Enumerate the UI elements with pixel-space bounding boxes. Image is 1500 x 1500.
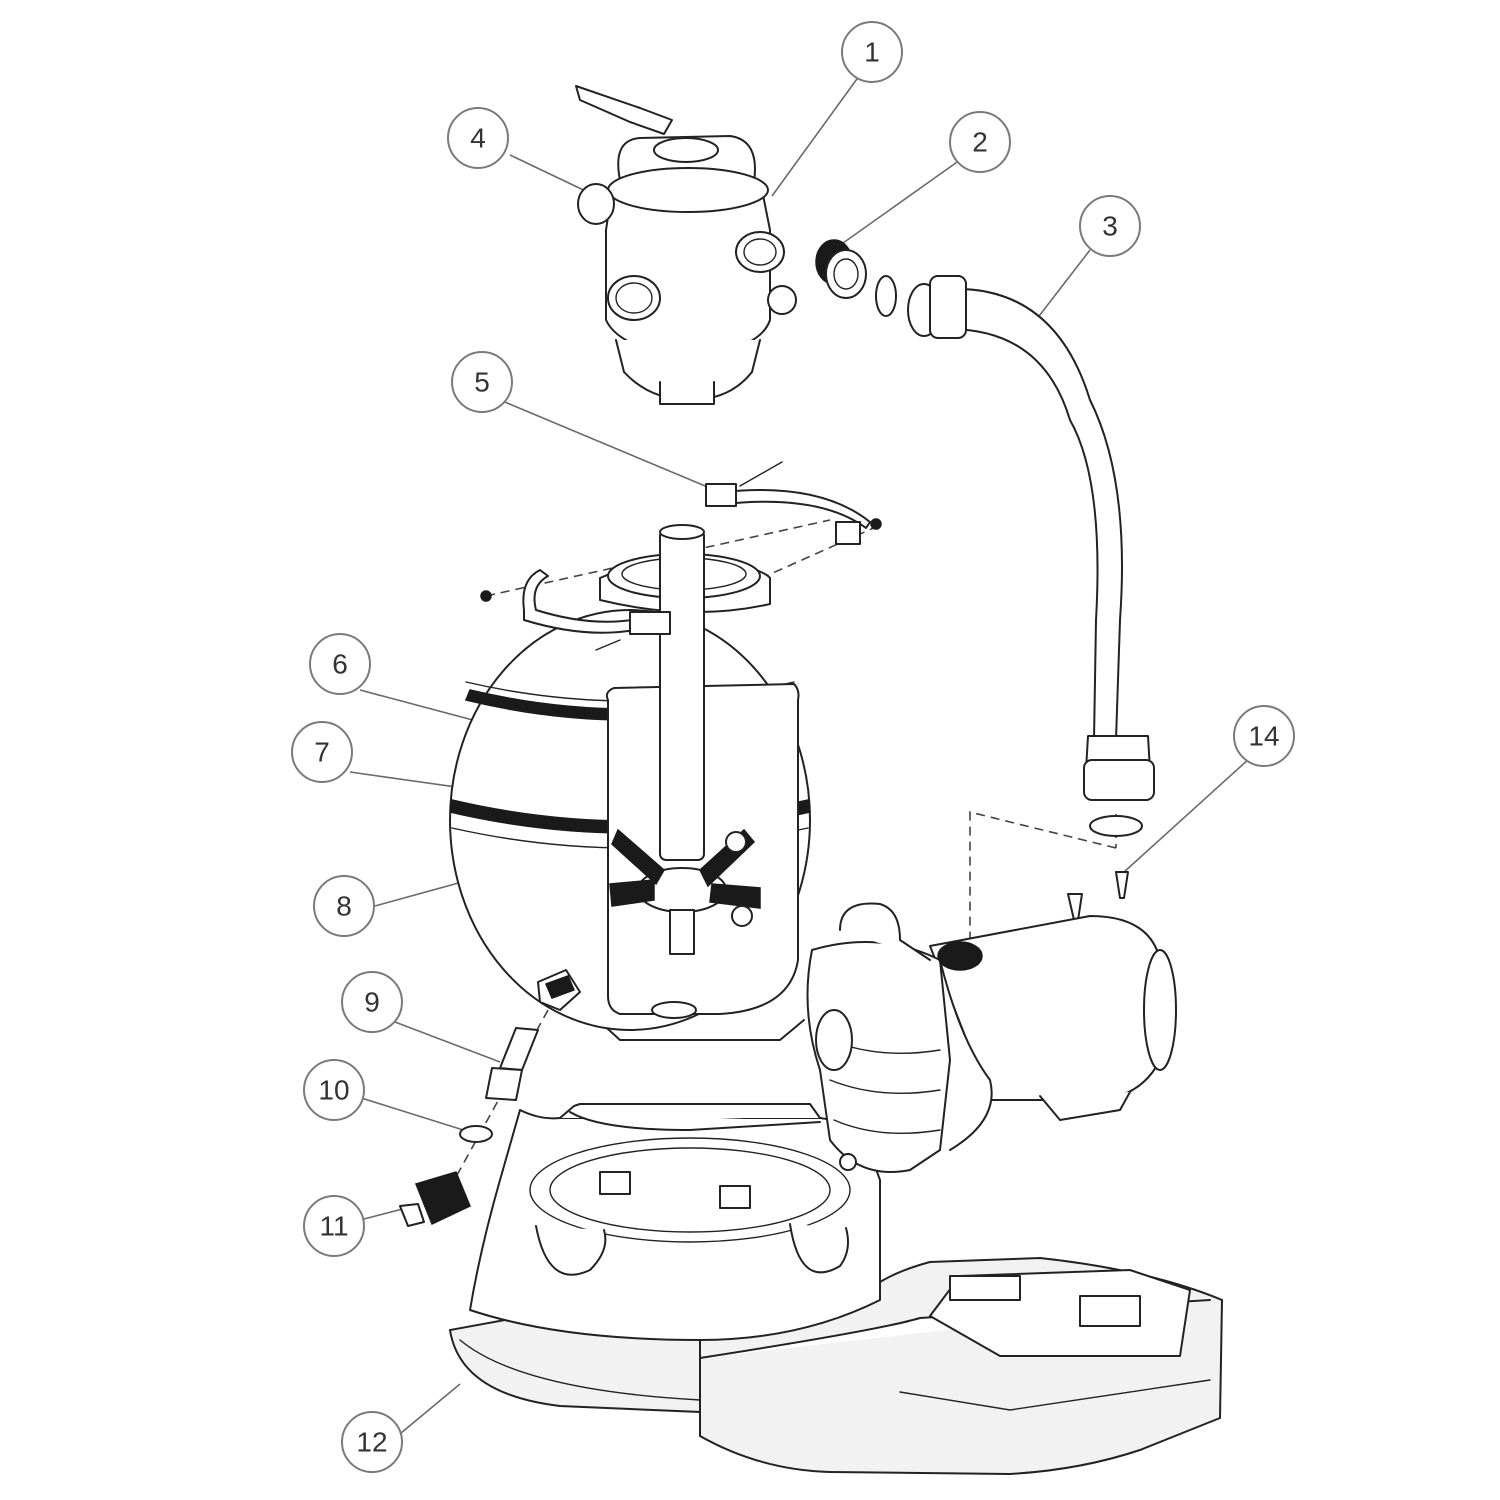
- callout-number: 2: [972, 127, 988, 158]
- callout-number: 11: [319, 1211, 348, 1242]
- callout-number: 1: [864, 37, 880, 68]
- callout-circle: [447, 107, 509, 169]
- screws: [1067, 871, 1129, 921]
- leader-10: [354, 1095, 477, 1135]
- callout-9: 9: [341, 971, 403, 1033]
- callout-8: 8: [313, 875, 375, 937]
- callout-2: 2: [949, 111, 1011, 173]
- leader-12: [394, 1383, 461, 1439]
- base-part: [448, 1103, 1224, 1476]
- callout-circle: [341, 971, 403, 1033]
- callout-10: 10: [303, 1059, 365, 1121]
- dash-clamp-left: [485, 519, 831, 597]
- callout-circle: [309, 633, 371, 695]
- leader-1: [771, 71, 863, 197]
- callout-circle: [303, 1195, 365, 1257]
- callout-number: 9: [364, 987, 380, 1018]
- callout-circle: [451, 351, 513, 413]
- callout-circle: [841, 21, 903, 83]
- callout-circle: [1233, 705, 1295, 767]
- callout-circle: [291, 721, 353, 783]
- callout-number: 4: [470, 123, 486, 154]
- callout-7: 7: [291, 721, 353, 783]
- callout-number: 6: [332, 649, 348, 680]
- callout-3: 3: [1079, 195, 1141, 257]
- callout-circle: [1079, 195, 1141, 257]
- callout-number: 10: [318, 1075, 349, 1106]
- callout-circle: [341, 1411, 403, 1473]
- leader-9: [394, 1021, 501, 1063]
- filter-tank: [449, 524, 811, 1041]
- callout-circle: [949, 111, 1011, 173]
- callout-6: 6: [309, 633, 371, 695]
- callout-number: 12: [356, 1427, 387, 1458]
- union-fitting: [815, 239, 897, 317]
- drain-assembly: [399, 969, 581, 1227]
- callout-circle: [303, 1059, 365, 1121]
- callout-1: 1: [841, 21, 903, 83]
- pump: [806, 902, 1177, 1173]
- callout-12: 12: [341, 1411, 403, 1473]
- clamp: [480, 461, 882, 651]
- callout-4: 4: [447, 107, 509, 169]
- leader-4: [509, 154, 597, 197]
- callout-number: 5: [474, 367, 490, 398]
- hose: [907, 275, 1155, 837]
- leader-14: [1123, 757, 1251, 873]
- leader-8: [374, 881, 463, 907]
- multiport-valve: [575, 85, 797, 405]
- callout-number: 7: [314, 737, 330, 768]
- callout-number: 8: [336, 891, 352, 922]
- leader-5: [499, 399, 711, 489]
- callout-14: 14: [1233, 705, 1295, 767]
- callout-11: 11: [303, 1195, 365, 1257]
- leader-3: [1035, 249, 1091, 321]
- callout-number: 3: [1102, 211, 1118, 242]
- leader-2: [835, 159, 961, 249]
- callout-5: 5: [451, 351, 513, 413]
- callout-circle: [313, 875, 375, 937]
- callout-number: 14: [1248, 721, 1279, 752]
